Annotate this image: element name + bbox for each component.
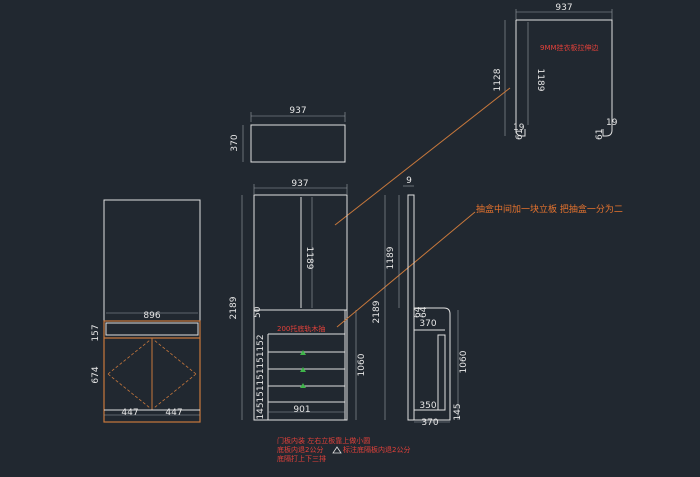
plan-width: 937 [289, 106, 306, 116]
drawer-height-labels: 152 151 151 151 145 [256, 334, 266, 419]
annotation-triangle-icon [332, 446, 342, 454]
side-small-top: 64 [413, 306, 423, 318]
annotation-line-4: 底隔打上下三排 [277, 454, 326, 463]
drawer-marker-1 [300, 350, 306, 355]
top-right-left-small: 61 [515, 129, 525, 140]
top-right-inner-height: 1189 [535, 69, 545, 92]
left-upper-height: 157 [91, 324, 101, 341]
side-thickness: 9 [406, 176, 412, 186]
annotation-line-3: 标注底隔板内退2公分 [343, 445, 410, 454]
svg-text:145: 145 [256, 402, 266, 419]
svg-text:151: 151 [256, 351, 266, 368]
side-lower-height: 1060 [459, 350, 469, 373]
top-right-note: 9MM挂衣板拉伸边 [540, 43, 599, 52]
front-bottom-width: 901 [293, 405, 310, 415]
side-top-depth: 370 [419, 319, 436, 329]
top-right-right-small: 61 [595, 129, 605, 140]
left-inner-width: 896 [143, 311, 160, 321]
top-right-outer-height: 1128 [493, 68, 503, 91]
svg-text:151: 151 [256, 385, 266, 402]
right-door-width: 447 [165, 408, 182, 418]
front-view: 937 1189 2189 50 200托底轨木抽 152 151 151 15… [229, 179, 367, 421]
front-drawer-top: 50 [253, 306, 263, 318]
side-upper-height: 1189 [386, 246, 396, 269]
left-view: 896 157 674 447 447 [91, 199, 201, 423]
leader-line-drawer [336, 211, 476, 328]
plan-depth: 370 [230, 134, 240, 151]
side-view: 9 1189 2189 370 350 370 1060 145 64 64 [372, 176, 469, 428]
drawer-marker-2 [300, 367, 306, 372]
left-door-width: 447 [121, 408, 138, 418]
front-drawer-label: 200托底轨木抽 [277, 324, 325, 333]
left-door-height: 674 [91, 366, 101, 383]
top-right-right-offset: 19 [606, 118, 618, 128]
side-bottom-depth: 370 [421, 418, 438, 428]
side-total-height: 2189 [372, 300, 382, 323]
top-right-left-offset: 19 [513, 123, 525, 133]
leader-line-upper [334, 87, 511, 226]
svg-text:151: 151 [256, 368, 266, 385]
front-top-width: 937 [291, 179, 308, 189]
top-right-width: 937 [555, 3, 572, 13]
plan-view: 937 370 [230, 106, 346, 163]
front-upper-height: 1189 [304, 247, 314, 270]
svg-text:152: 152 [256, 334, 266, 351]
side-base-height: 145 [453, 403, 463, 420]
side-middle-depth: 350 [419, 401, 436, 411]
top-right-panel: 937 9MM挂衣板拉伸边 1128 1189 19 19 61 61 [493, 3, 618, 140]
front-lower-height: 1060 [357, 353, 367, 376]
side-small-right: 64 [419, 306, 429, 318]
drawer-marker-3 [300, 383, 306, 388]
annotation-line-1: 门板内装 左右立板靠上做小圆 [277, 436, 370, 445]
annotation-line-2: 底板内退2公分 [277, 445, 323, 454]
front-total-height: 2189 [229, 296, 239, 319]
drawer-divider-note: 抽盒中间加一块立板 把抽盒一分为二 [476, 203, 623, 215]
bottom-annotations: 门板内装 左右立板靠上做小圆 底板内退2公分 标注底隔板内退2公分 底隔打上下三… [277, 436, 410, 463]
